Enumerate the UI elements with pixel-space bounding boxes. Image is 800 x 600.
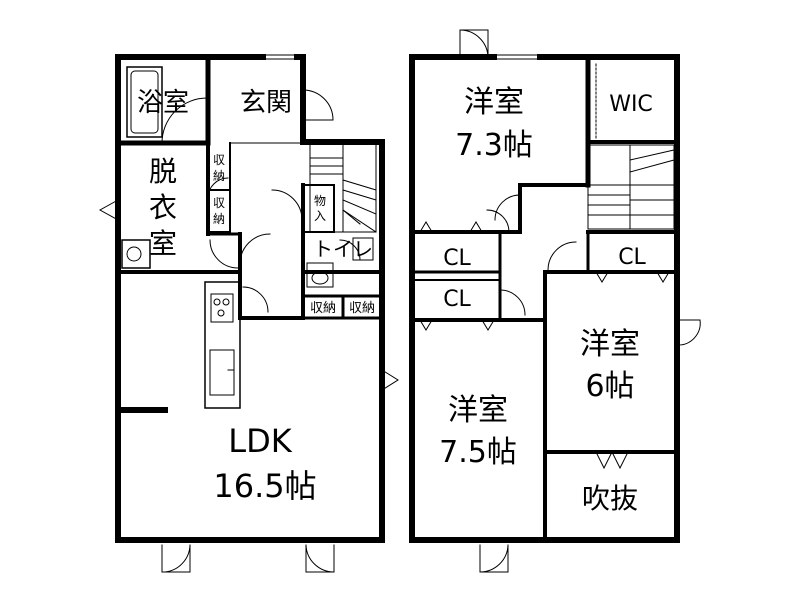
stairs-1f	[309, 143, 377, 233]
kitchen-counter	[204, 281, 241, 409]
label-toilet: トイレ	[313, 237, 373, 261]
label-storage-a2: 納	[213, 169, 225, 183]
label-wic: WIC	[609, 92, 653, 117]
label-storage-d: 収納	[349, 301, 375, 316]
floor1-walls	[115, 53, 385, 543]
label-room-c-size: 6帖	[585, 369, 634, 404]
label-void: 吹抜	[582, 482, 638, 515]
label-storage-b2: 納	[213, 212, 225, 226]
bathtub	[126, 66, 163, 138]
label-dressing-1: 脱	[149, 155, 177, 188]
label-cl-3: CL	[618, 245, 646, 270]
label-cl-2: CL	[443, 287, 471, 312]
toilet-fixture	[306, 237, 374, 288]
label-room-a-size: 7.3帖	[455, 128, 533, 163]
label-storage-b1: 収	[213, 196, 225, 210]
doors-1f	[98, 89, 399, 573]
label-closet-1: 物	[314, 194, 326, 208]
doors-2f	[419, 29, 701, 573]
label-ldk-size: 16.5帖	[213, 467, 316, 505]
label-cl-1: CL	[443, 246, 471, 271]
label-room-b-size: 7.5帖	[439, 435, 517, 470]
label-storage-c: 収納	[310, 301, 336, 316]
label-room-b: 洋室	[448, 393, 508, 428]
label-storage-a1: 収	[213, 153, 225, 167]
label-closet-2: 入	[314, 209, 326, 223]
label-room-a: 洋室	[464, 85, 524, 120]
washbasin	[121, 239, 151, 269]
label-bath: 浴室	[137, 88, 189, 118]
label-dressing-2: 衣	[149, 191, 177, 224]
label-entrance: 玄関	[240, 88, 292, 118]
label-ldk: LDK	[228, 422, 292, 460]
label-dressing-3: 室	[149, 227, 177, 260]
label-room-c: 洋室	[580, 327, 640, 362]
stairs-2f	[587, 144, 675, 230]
